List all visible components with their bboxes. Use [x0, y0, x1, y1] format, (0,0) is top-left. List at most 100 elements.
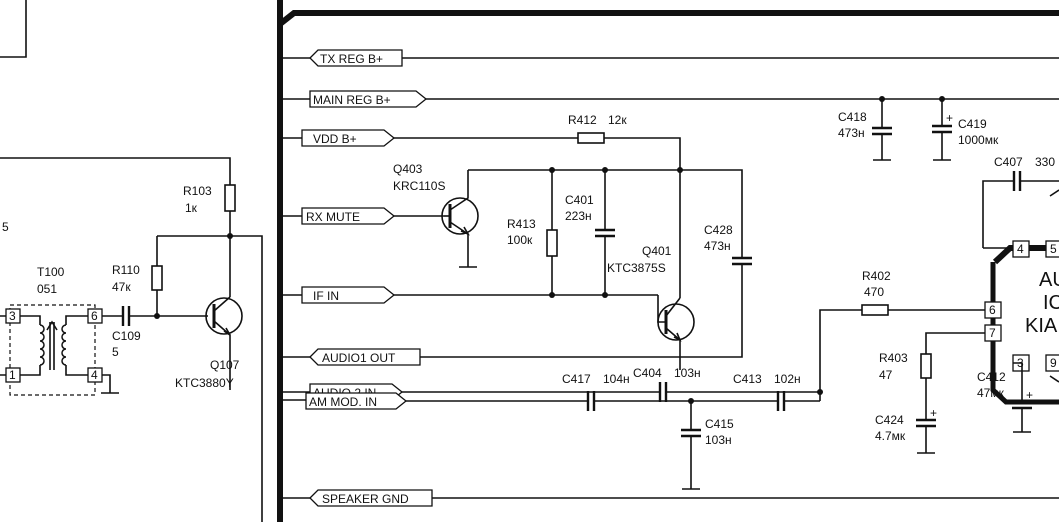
r110-ref: R110 [112, 263, 140, 277]
c413-value: 102н [774, 372, 801, 386]
q403-value: KRC110S [393, 179, 445, 193]
c417-value: 104н [603, 372, 630, 386]
main-reg-connector [309, 90, 428, 108]
vdd-connector [301, 129, 396, 147]
ic-pin6 [984, 301, 1002, 319]
rx-mute-label: RX MUTE [306, 210, 360, 224]
c419-ref: C419 [958, 117, 987, 131]
edge-label: 5 [2, 220, 9, 234]
r413-value: 100к [507, 233, 533, 247]
q401-value: KTC3875S [607, 261, 666, 275]
c109-ref: C109 [112, 329, 141, 343]
c424-value: 4.7мк [875, 429, 906, 443]
c419-polarity: + [946, 111, 953, 125]
c407-value: 330 [1035, 155, 1055, 169]
ic-pin7-label: 7 [989, 326, 996, 340]
c412-value-final: 47мк [977, 386, 1005, 400]
left-section: 5 R103 1к R110 47к 3 6 1 4 [0, 0, 263, 522]
main-reg-label: MAIN REG B+ [313, 93, 391, 107]
t100-pin6: 6 [91, 309, 98, 323]
q401-ref: Q401 [642, 244, 672, 258]
c418-value: 473н [838, 126, 865, 140]
r402-resistor [861, 304, 889, 316]
c428-ref: C428 [704, 223, 733, 237]
q107-ref: Q107 [210, 358, 240, 372]
c417-ref: C417 [562, 372, 591, 386]
c418-ref: C418 [838, 110, 867, 124]
ic-pin6-label: 6 [989, 303, 996, 317]
c419-value: 1000мк [958, 133, 999, 147]
ic-pin9-label: 9 [1050, 356, 1057, 370]
q401-transistor [657, 295, 695, 370]
signal-bus [277, 0, 1059, 522]
ic-name-line3: KIA [1025, 315, 1058, 337]
c412-capacitor [1012, 400, 1032, 410]
if-in-connector [301, 286, 396, 304]
c401-ref: C401 [565, 193, 594, 207]
vdd-label: VDD B+ [313, 132, 357, 146]
q107-transistor [205, 296, 243, 390]
t100-value: 051 [37, 282, 57, 296]
t100-ref: T100 [37, 265, 65, 279]
ic-name-line1: AU [1039, 269, 1059, 291]
r412-resistor [577, 132, 605, 144]
r103-resistor [224, 184, 236, 212]
r412-value: 12к [608, 113, 627, 127]
tx-reg-label: TX REG B+ [320, 52, 383, 66]
junction-dot [549, 292, 555, 298]
c109-value: 5 [112, 345, 119, 359]
r402-value: 470 [864, 285, 884, 299]
r402-ref: R402 [862, 269, 891, 283]
junction-dot [602, 292, 608, 298]
c424-capacitor [916, 418, 936, 428]
c428-capacitor [732, 256, 752, 266]
c424-ref: C424 [875, 413, 904, 427]
t100-pin1: 1 [9, 368, 16, 382]
c401-capacitor [595, 228, 615, 238]
c401-value: 223н [565, 209, 592, 223]
r103-ref: R103 [183, 184, 212, 198]
c418-capacitor [872, 126, 892, 136]
c413-capacitor [776, 391, 786, 411]
audio1-out-label: AUDIO1 OUT [322, 351, 396, 365]
c415-value: 103н [705, 433, 732, 447]
speaker-gnd-label: SPEAKER GND [322, 492, 409, 506]
r403-value: 47 [879, 368, 893, 382]
c404-capacitor [658, 382, 668, 402]
c424-polarity: + [930, 406, 937, 420]
c417-capacitor [586, 391, 596, 411]
c428-value: 473н [704, 239, 731, 253]
ic-name-line2: IC [1043, 292, 1059, 314]
c407-capacitor [1012, 171, 1022, 191]
r413-ref: R413 [507, 217, 536, 231]
r110-value: 47к [112, 280, 131, 294]
t100-pin4: 4 [91, 368, 98, 382]
r103-value: 1к [185, 201, 198, 215]
c415-capacitor [681, 428, 701, 438]
right-section: C418 473н + C419 1000мк C407 330 4 5 6 7… [838, 96, 1059, 454]
ic-pin9 [1045, 354, 1059, 372]
r413-resistor [546, 229, 558, 257]
c413-ref: C413 [733, 372, 762, 386]
t100-pin3: 3 [9, 309, 16, 323]
r403-ref: R403 [879, 351, 908, 365]
c412-ref: C412 [977, 370, 1006, 384]
am-mod-in-row: AM MOD. IN [305, 391, 820, 490]
am-mod-in-label: AM MOD. IN [309, 395, 377, 409]
c415-ref: C415 [705, 417, 734, 431]
q403-transistor [441, 170, 479, 268]
c412-polarity: + [1026, 388, 1033, 402]
t100-transformer: 3 6 1 4 [0, 304, 103, 396]
middle-section: R412 12к Q403 KRC110S R413 100к [393, 113, 985, 402]
c404-ref: C404 [633, 366, 662, 380]
rx-mute-connector [301, 207, 396, 225]
c407-ref: C407 [994, 155, 1023, 169]
connector-tags: TX REG B+ MAIN REG B+ VDD B+ RX MUTE IF … [280, 49, 1059, 507]
ic-pin4 [1012, 240, 1030, 258]
c404-value: 103н [674, 366, 701, 380]
r412-ref: R412 [568, 113, 597, 127]
r403-resistor [920, 353, 932, 379]
ic-pin5 [1045, 240, 1059, 258]
ic-pin5-label: 5 [1050, 242, 1057, 256]
